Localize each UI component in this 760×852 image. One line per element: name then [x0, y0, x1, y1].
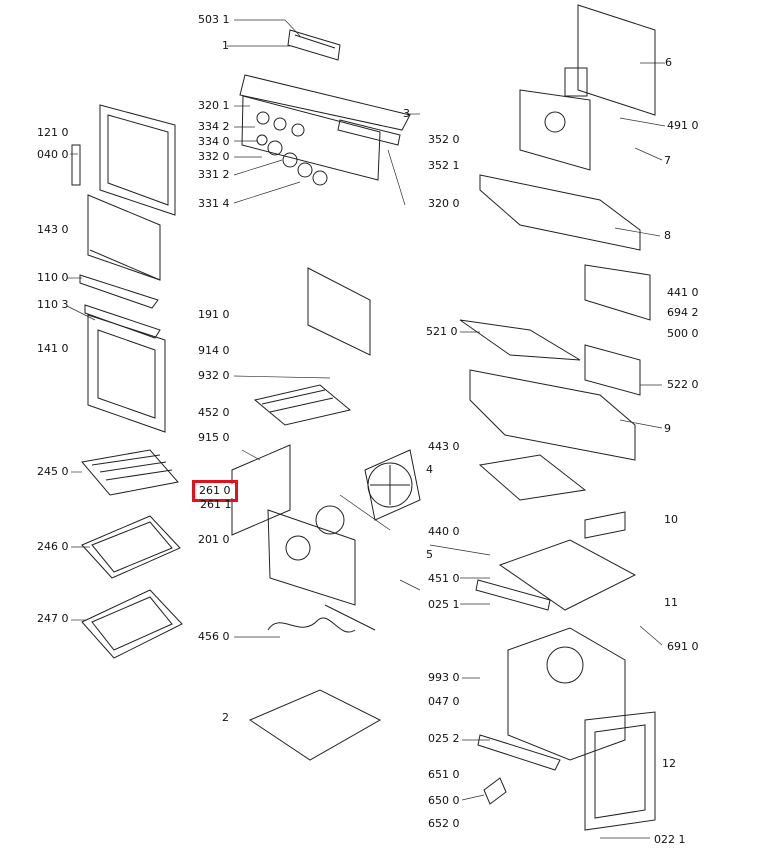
part-label: 650 0 [428, 794, 460, 807]
part-label: 1 [222, 39, 229, 52]
right-assembly [459, 4, 656, 831]
highlighted-part-label[interactable]: 261 0 [192, 480, 238, 502]
part-label: 651 0 [428, 768, 460, 781]
part-label: 320 1 [198, 99, 230, 112]
part-label: 331 4 [198, 197, 230, 210]
part-label: 320 0 [428, 197, 460, 210]
part-label: 456 0 [198, 630, 230, 643]
part-label: 652 0 [428, 817, 460, 830]
part-label: 332 0 [198, 150, 230, 163]
part-label: 8 [664, 229, 671, 242]
part-label: 491 0 [667, 119, 699, 132]
part-label: 441 0 [667, 286, 699, 299]
part-label: 914 0 [198, 344, 230, 357]
part-label: 5 [426, 548, 433, 561]
part-label: 7 [664, 154, 671, 167]
part-label: 110 3 [37, 298, 69, 311]
part-label: 247 0 [37, 612, 69, 625]
part-label: 694 2 [667, 306, 699, 319]
part-label: 352 1 [428, 159, 460, 172]
part-label: 993 0 [428, 671, 460, 684]
part-label: 932 0 [198, 369, 230, 382]
part-label: 121 0 [37, 126, 69, 139]
part-label: 201 0 [198, 533, 230, 546]
part-label: 443 0 [428, 440, 460, 453]
part-label: 11 [664, 596, 678, 609]
part-label: 522 0 [667, 378, 699, 391]
part-label: 500 0 [667, 327, 699, 340]
cavity-parts [231, 267, 421, 761]
part-label: 3 [403, 107, 410, 120]
part-label: 040 0 [37, 148, 69, 161]
part-label: 10 [664, 513, 678, 526]
door-assembly [71, 104, 176, 433]
part-label: 452 0 [198, 406, 230, 419]
part-label: 334 2 [198, 120, 230, 133]
part-label: 331 2 [198, 168, 230, 181]
control-panel-parts [239, 29, 411, 186]
part-label: 451 0 [428, 572, 460, 585]
part-label: 6 [665, 56, 672, 69]
part-label: 191 0 [198, 308, 230, 321]
part-label: 503 1 [198, 13, 230, 26]
part-label: 141 0 [37, 342, 69, 355]
part-label: 352 0 [428, 133, 460, 146]
part-label: 025 2 [428, 732, 460, 745]
part-label: 143 0 [37, 223, 69, 236]
part-label: 246 0 [37, 540, 69, 553]
part-label: 245 0 [37, 465, 69, 478]
racks-and-trays [81, 449, 183, 659]
leader-lines [66, 19, 666, 839]
part-label: 440 0 [428, 525, 460, 538]
part-label: 521 0 [426, 325, 458, 338]
part-label: 691 0 [667, 640, 699, 653]
part-label: 110 0 [37, 271, 69, 284]
part-label: 025 1 [428, 598, 460, 611]
part-label: 261 1 [200, 498, 232, 511]
part-label: 022 1 [654, 833, 686, 846]
part-label: 12 [662, 757, 676, 770]
part-label: 9 [664, 422, 671, 435]
part-label: 334 0 [198, 135, 230, 148]
part-label: 2 [222, 711, 229, 724]
part-label: 4 [426, 463, 433, 476]
part-label: 047 0 [428, 695, 460, 708]
part-label: 915 0 [198, 431, 230, 444]
